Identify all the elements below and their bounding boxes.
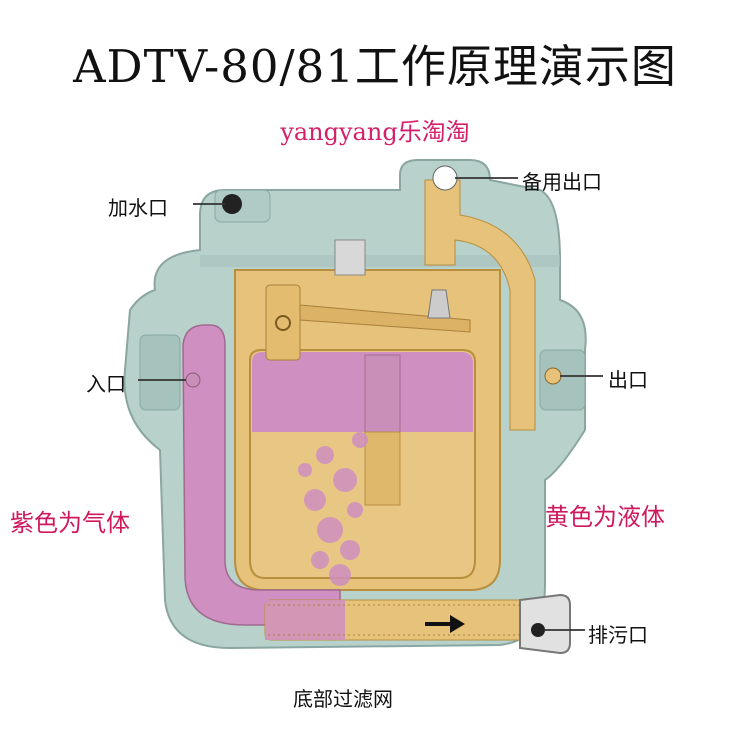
inlet-port bbox=[139, 334, 181, 411]
center-tube-lower bbox=[364, 431, 401, 506]
watermark-text: yangyang乐淘淘 bbox=[280, 118, 470, 146]
label-bottom-filter: 底部过滤网 bbox=[293, 687, 393, 711]
legend-liquid: 黄色为液体 bbox=[545, 503, 665, 531]
flow-arrow bbox=[425, 615, 465, 633]
gas-pocket bbox=[252, 352, 473, 432]
label-inlet: 入口 bbox=[86, 372, 126, 396]
diagram-title: ADTV-80/81工作原理演示图 bbox=[73, 40, 677, 93]
filter-gas-segment bbox=[265, 600, 345, 640]
legend-gas: 紫色为气体 bbox=[10, 509, 130, 537]
spare-outlet-passage bbox=[424, 179, 536, 431]
drain-hole bbox=[531, 623, 545, 637]
label-drain: 排污口 bbox=[588, 623, 648, 647]
spare-outlet-hole bbox=[432, 165, 458, 191]
fill-port-hole bbox=[222, 194, 242, 214]
label-spare-outlet: 备用出口 bbox=[522, 170, 602, 194]
lever-pivot bbox=[275, 315, 291, 331]
top-plug bbox=[334, 239, 366, 276]
gas-bubbles bbox=[298, 432, 368, 586]
drain-plug bbox=[519, 593, 571, 655]
lever-post bbox=[265, 284, 301, 361]
valve-needle bbox=[427, 289, 451, 319]
inlet-hole bbox=[185, 372, 201, 388]
label-outlet: 出口 bbox=[608, 368, 648, 392]
gas-inlet-pipe bbox=[182, 324, 341, 626]
label-fill-port: 加水口 bbox=[108, 196, 168, 220]
lever-arm bbox=[299, 304, 471, 333]
outlet-port bbox=[539, 349, 586, 411]
top-cover bbox=[200, 255, 560, 267]
outlet-hole bbox=[544, 367, 562, 385]
